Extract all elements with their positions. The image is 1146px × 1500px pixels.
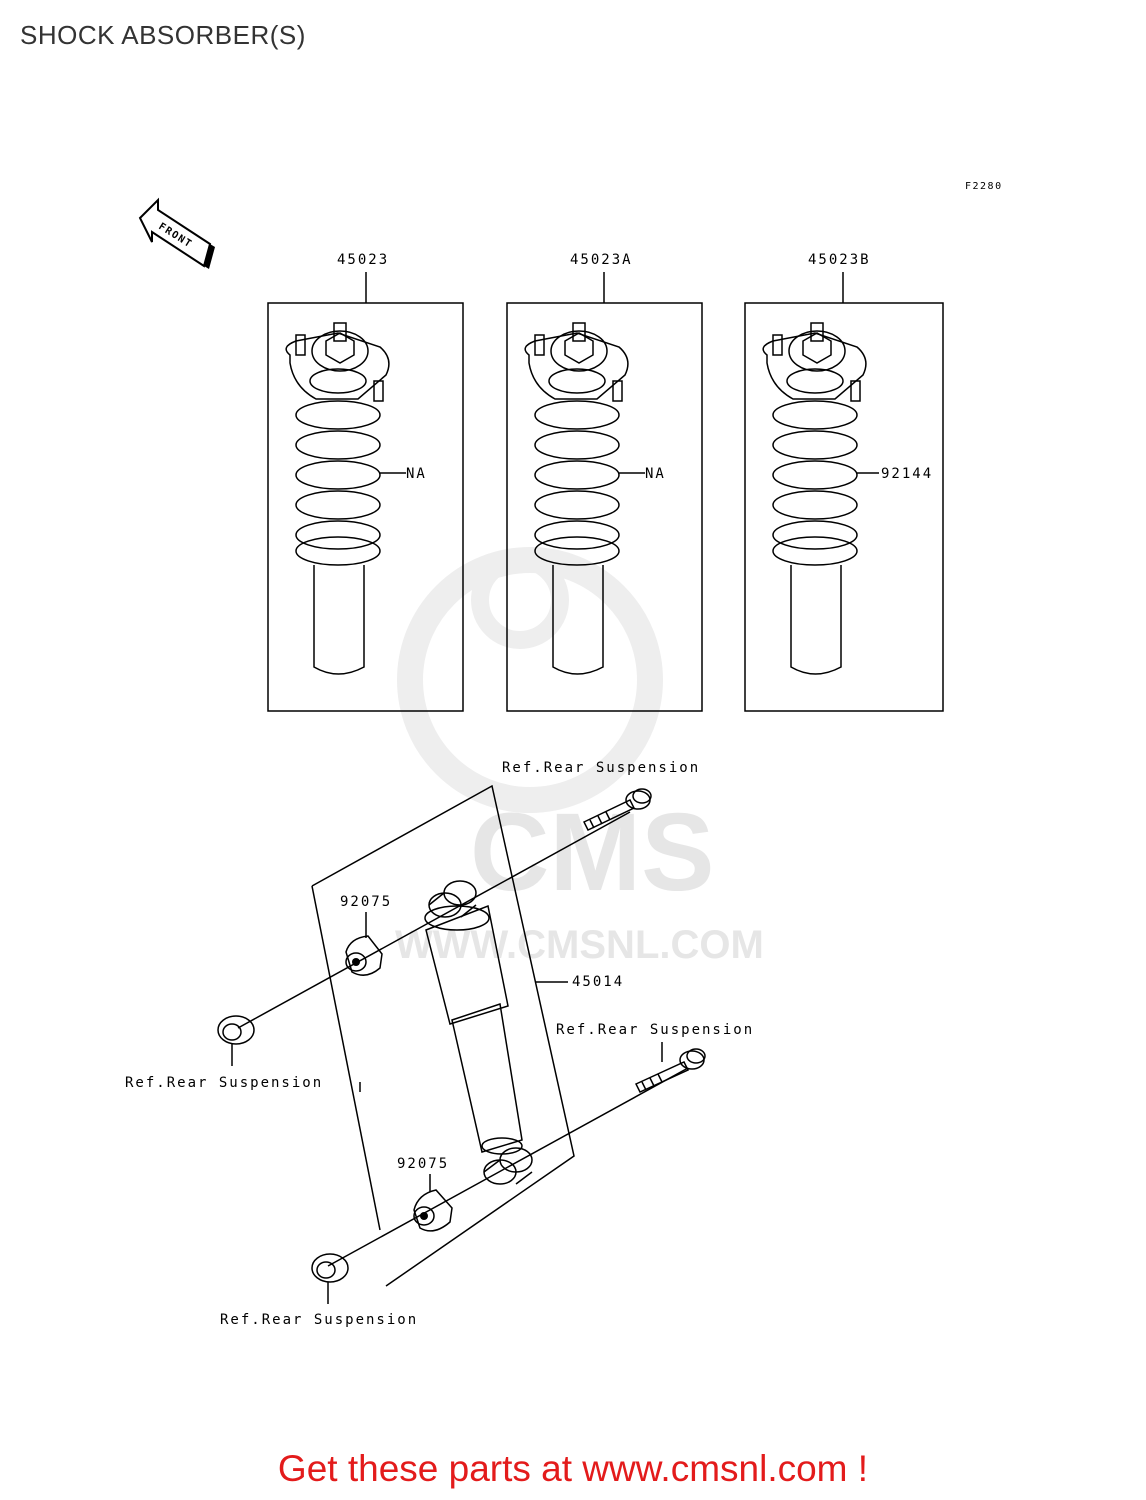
spring-label: 92144 <box>881 466 933 482</box>
coilover-shock-icon <box>524 322 645 675</box>
assembly-part-number: 45023B <box>808 252 871 268</box>
top-nut <box>217 1015 255 1066</box>
watermark: CMS WWW.CMSNL.COM <box>395 547 764 967</box>
assembly-frame <box>744 302 944 712</box>
assembly-part-number: 45023A <box>570 252 633 268</box>
exploded-view: Ref.Rear Suspension 92075 Ref.Rear Suspe… <box>125 760 754 1328</box>
bottom-bolt <box>634 1048 706 1093</box>
assembly-45023B: 45023B 92144 <box>744 252 944 712</box>
front-arrow-icon: FRONT <box>138 197 215 269</box>
figure-code: F2280 <box>965 181 1003 192</box>
bottom-bushing <box>413 1189 453 1232</box>
bottom-nut <box>311 1253 349 1304</box>
page-title: SHOCK ABSORBER(S) <box>20 20 306 50</box>
top-bushing <box>345 935 383 976</box>
promo-link[interactable]: Get these parts at www.cmsnl.com ! <box>277 1448 869 1489</box>
shock-absorber-icon <box>424 904 523 1155</box>
watermark-brand: CMS <box>470 791 714 914</box>
assembly-frame <box>267 302 464 712</box>
ref-bolt-top: Ref.Rear Suspension <box>502 760 700 776</box>
spring-label: NA <box>645 466 666 482</box>
ref-nut-bottom: Ref.Rear Suspension <box>220 1312 418 1328</box>
top-sleeve <box>428 880 477 918</box>
bottom-sleeve <box>483 1147 533 1185</box>
ref-nut-top: Ref.Rear Suspension <box>125 1075 323 1091</box>
ref-bolt-bottom: Ref.Rear Suspension <box>556 1022 754 1038</box>
shock-part-label: 45014 <box>572 974 624 990</box>
top-bolt <box>582 788 652 831</box>
coilover-shock-icon <box>762 322 879 675</box>
assembly-frame <box>506 302 703 712</box>
spring-label: NA <box>406 466 427 482</box>
bushing-bottom-label: 92075 <box>397 1156 449 1172</box>
coilover-shock-icon <box>285 322 406 675</box>
bushing-top-label: 92075 <box>340 894 392 910</box>
assembly-45023: 45023 NA <box>267 252 464 712</box>
assembly-45023A: 45023A NA <box>506 252 703 712</box>
group-outline <box>311 784 575 1287</box>
assembly-part-number: 45023 <box>337 252 389 268</box>
